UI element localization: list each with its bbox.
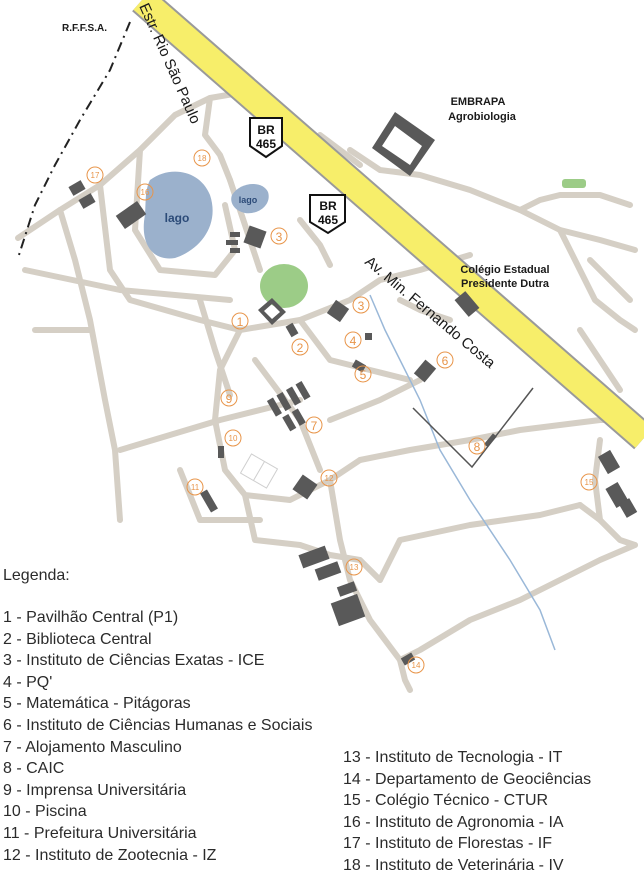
marker-3a: 3 — [270, 227, 288, 245]
campus-paths — [15, 89, 638, 693]
legend-item: 16 - Instituto de Agronomia - IA — [343, 813, 564, 831]
marker-10: 10 — [224, 429, 242, 447]
embrapa-label-line2: Agrobiologia — [448, 111, 517, 123]
marker-8: 8 — [468, 437, 486, 455]
svg-text:1: 1 — [237, 315, 244, 329]
legend-item: 9 - Imprensa Universitária — [3, 781, 187, 799]
map-markers: 1 2 3 3 4 5 6 7 8 9 10 11 12 13 14 15 16… — [86, 149, 598, 674]
legend-item: 8 - CAIC — [3, 760, 65, 778]
legend-item: 11 - Prefeitura Universitária — [3, 824, 197, 842]
highway — [132, 0, 644, 450]
marker-2: 2 — [291, 338, 309, 356]
marker-13: 13 — [345, 558, 363, 576]
svg-text:5: 5 — [360, 368, 367, 382]
marker-9: 9 — [220, 389, 238, 407]
marker-14: 14 — [407, 656, 425, 674]
marker-7: 7 — [305, 416, 323, 434]
svg-text:15: 15 — [585, 478, 594, 487]
svg-text:17: 17 — [91, 171, 100, 180]
marker-3b: 3 — [352, 296, 370, 314]
marker-1: 1 — [231, 312, 249, 330]
lake-label-large: lago — [165, 211, 190, 225]
marker-5: 5 — [354, 365, 372, 383]
railway-line — [17, 21, 131, 259]
svg-text:18: 18 — [198, 154, 207, 163]
marker-15: 15 — [580, 473, 598, 491]
marker-16: 16 — [136, 183, 154, 201]
svg-text:465: 465 — [256, 137, 276, 151]
embrapa-building — [372, 112, 435, 176]
svg-text:14: 14 — [412, 661, 421, 670]
svg-text:12: 12 — [325, 474, 334, 483]
legend-item: 14 - Departamento de Geociências — [343, 770, 592, 788]
stream — [369, 294, 556, 651]
caic-boundary — [412, 387, 534, 469]
legend-column-1: 1 - Pavilhão Central (P1) 2 - Biblioteca… — [3, 607, 312, 866]
legend-item: 17 - Instituto de Florestas - IF — [343, 835, 552, 853]
marker-12: 12 — [320, 469, 338, 487]
legend-item: 15 - Colégio Técnico - CTUR — [343, 792, 549, 810]
svg-text:8: 8 — [474, 440, 481, 454]
svg-text:9: 9 — [226, 392, 233, 406]
green-field — [260, 264, 308, 308]
buildings — [68, 112, 638, 666]
lake-label-small: lago — [239, 195, 258, 205]
legend-item: 6 - Instituto de Ciências Humanas e Soci… — [3, 716, 313, 734]
legend-item: 18 - Instituto de Veterinária - IV — [343, 856, 564, 874]
br-shield-2: BR 465 — [309, 194, 346, 235]
svg-text:13: 13 — [350, 563, 359, 572]
legend-item: 12 - Instituto de Zootecnia - IZ — [3, 846, 217, 864]
svg-text:3: 3 — [276, 230, 283, 244]
colegio-label-line2: Presidente Dutra — [461, 278, 550, 290]
legend-item: 7 - Alojamento Masculino — [3, 738, 182, 756]
svg-text:2: 2 — [297, 341, 304, 355]
svg-text:16: 16 — [141, 188, 150, 197]
marker-11: 11 — [186, 478, 204, 496]
legend-item: 13 - Instituto de Tecnologia - IT — [343, 749, 563, 766]
marker-18: 18 — [193, 149, 211, 167]
svg-text:4: 4 — [350, 334, 357, 348]
svg-text:10: 10 — [229, 434, 238, 443]
rffsa-label: R.F.F.S.A. — [62, 23, 107, 34]
legend-column-2: 13 - Instituto de Tecnologia - IT 14 - D… — [343, 747, 591, 877]
legend-item: 3 - Instituto de Ciências Exatas - ICE — [3, 652, 265, 670]
svg-text:3: 3 — [358, 299, 365, 313]
marker-4: 4 — [344, 331, 362, 349]
svg-text:BR: BR — [257, 123, 275, 137]
legend-title: Legenda: — [3, 567, 70, 584]
colegio-label-line1: Colégio Estadual — [460, 264, 549, 276]
lake-small — [231, 184, 269, 214]
svg-text:6: 6 — [442, 354, 449, 368]
marker-6: 6 — [436, 351, 454, 369]
embrapa-label-line1: EMBRAPA — [451, 96, 506, 108]
svg-text:BR: BR — [319, 199, 337, 213]
legend-item: 4 - PQ' — [3, 673, 53, 691]
legend-item: 10 - Piscina — [3, 803, 87, 821]
marker-17: 17 — [86, 166, 104, 184]
legend-item: 2 - Biblioteca Central — [3, 630, 152, 648]
lake-large — [143, 171, 213, 259]
sports-field — [239, 453, 279, 489]
green-patch — [562, 179, 586, 188]
legend-item: 1 - Pavilhão Central (P1) — [3, 609, 179, 626]
svg-text:11: 11 — [191, 483, 200, 492]
svg-text:7: 7 — [311, 419, 318, 433]
br-shield-1: BR 465 — [249, 117, 283, 159]
legend-item: 5 - Matemática - Pitágoras — [3, 695, 191, 713]
svg-text:465: 465 — [318, 213, 338, 227]
